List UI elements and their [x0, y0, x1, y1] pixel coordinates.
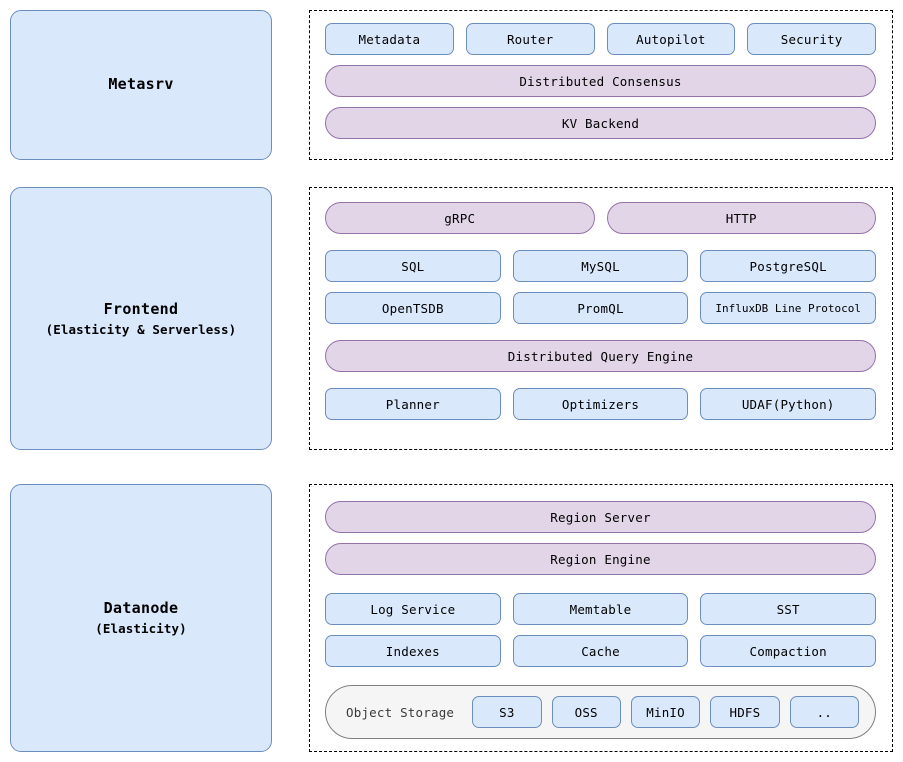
- node-title-datanode: Datanode: [103, 599, 179, 618]
- datanode-region-server-row: Region Server: [325, 501, 876, 533]
- component-sst[interactable]: SST: [700, 593, 877, 625]
- node-box-metasrv: Metasrv: [10, 10, 272, 160]
- datanode-components-row-2: Indexes Cache Compaction: [325, 635, 877, 667]
- storage-backend-s3[interactable]: S3: [472, 696, 542, 728]
- interface-promql[interactable]: PromQL: [512, 292, 689, 324]
- frontend-query-engine-row: Distributed Query Engine: [325, 340, 876, 372]
- datanode-region-engine-row: Region Engine: [325, 543, 876, 575]
- frontend-engine-components-row: Planner Optimizers UDAF(Python): [325, 388, 877, 420]
- component-metadata[interactable]: Metadata: [325, 23, 454, 55]
- interface-opentsdb[interactable]: OpenTSDB: [325, 292, 501, 324]
- object-storage-container: Object Storage S3 OSS MinIO HDFS ..: [325, 685, 876, 739]
- component-planner[interactable]: Planner: [325, 388, 501, 420]
- object-storage-label: Object Storage: [346, 704, 455, 720]
- component-log-service[interactable]: Log Service: [325, 593, 501, 625]
- panel-datanode-content: Region Server Region Engine Log Service …: [325, 501, 877, 739]
- frontend-interfaces-row-2: OpenTSDB PromQL InfluxDB Line Protocol: [325, 292, 877, 324]
- component-cache[interactable]: Cache: [512, 635, 689, 667]
- storage-backend-more[interactable]: ..: [789, 696, 859, 728]
- metasrv-components-row: Metadata Router Autopilot Security: [325, 23, 876, 55]
- bar-region-engine[interactable]: Region Engine: [325, 543, 876, 575]
- panel-frontend-content: gRPC HTTP SQL MySQL PostgreSQL OpenTSDB …: [325, 202, 877, 420]
- interface-influxdb-line-protocol[interactable]: InfluxDB Line Protocol: [700, 292, 877, 324]
- node-subtitle-datanode: (Elasticity): [95, 621, 187, 637]
- component-udaf-python[interactable]: UDAF(Python): [700, 388, 877, 420]
- interface-mysql[interactable]: MySQL: [512, 250, 689, 282]
- interface-postgresql[interactable]: PostgreSQL: [700, 250, 877, 282]
- component-memtable[interactable]: Memtable: [512, 593, 689, 625]
- node-box-datanode: Datanode (Elasticity): [10, 484, 272, 752]
- component-autopilot[interactable]: Autopilot: [606, 23, 736, 55]
- bar-grpc[interactable]: gRPC: [325, 202, 595, 234]
- storage-backend-hdfs[interactable]: HDFS: [710, 696, 780, 728]
- component-indexes[interactable]: Indexes: [325, 635, 501, 667]
- component-optimizers[interactable]: Optimizers: [512, 388, 689, 420]
- panel-frontend: gRPC HTTP SQL MySQL PostgreSQL OpenTSDB …: [309, 187, 893, 450]
- metasrv-consensus-row: Distributed Consensus: [325, 65, 876, 97]
- frontend-interfaces-row-1: SQL MySQL PostgreSQL: [325, 250, 877, 282]
- bar-kv-backend[interactable]: KV Backend: [325, 107, 876, 139]
- bar-region-server[interactable]: Region Server: [325, 501, 876, 533]
- component-router[interactable]: Router: [465, 23, 595, 55]
- storage-backend-minio[interactable]: MinIO: [630, 696, 701, 728]
- panel-metasrv-content: Metadata Router Autopilot Security Distr…: [325, 23, 876, 139]
- node-title-metasrv: Metasrv: [108, 75, 174, 94]
- datanode-components-row-1: Log Service Memtable SST: [325, 593, 877, 625]
- frontend-protocol-row: gRPC HTTP: [325, 202, 876, 234]
- panel-metasrv: Metadata Router Autopilot Security Distr…: [309, 10, 893, 160]
- metasrv-kv-row: KV Backend: [325, 107, 876, 139]
- bar-distributed-query-engine[interactable]: Distributed Query Engine: [325, 340, 876, 372]
- node-subtitle-frontend: (Elasticity & Serverless): [45, 321, 237, 337]
- node-title-frontend: Frontend: [103, 299, 179, 318]
- interface-sql[interactable]: SQL: [325, 250, 501, 282]
- bar-http[interactable]: HTTP: [606, 202, 876, 234]
- bar-distributed-consensus[interactable]: Distributed Consensus: [325, 65, 876, 97]
- component-security[interactable]: Security: [747, 23, 876, 55]
- component-compaction[interactable]: Compaction: [700, 635, 877, 667]
- node-box-frontend: Frontend (Elasticity & Serverless): [10, 187, 272, 450]
- panel-datanode: Region Server Region Engine Log Service …: [309, 484, 893, 752]
- storage-backend-oss[interactable]: OSS: [551, 696, 621, 728]
